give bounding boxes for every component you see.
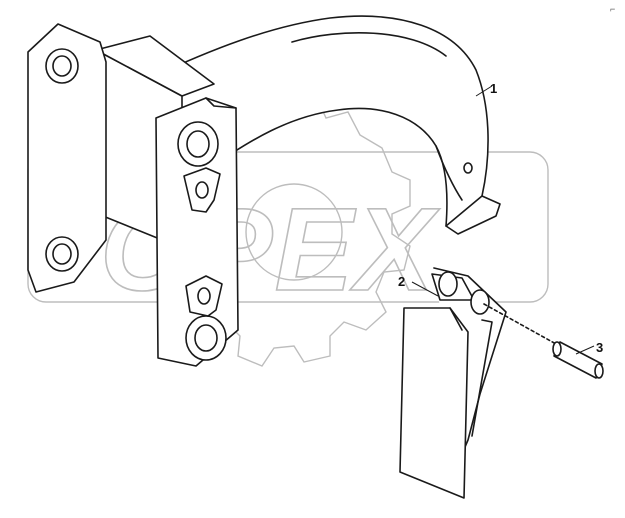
callout-2-number: 2 [398,274,405,289]
tip-lug-hole-right [470,289,490,315]
part-3-pin [483,303,604,379]
callout-1: 1 [475,81,497,97]
callout-2: 2 [398,274,439,297]
callout-3: 3 [575,340,603,355]
front-plate-clip-bottom [185,275,223,317]
corner-mark: ⌐ [610,4,615,14]
bracket-front-plate [155,97,239,367]
part-1-shank [149,15,501,235]
shank-hole [463,162,473,174]
front-plate-clip-top [183,167,221,213]
callout-3-number: 3 [596,340,603,355]
callout-1-number: 1 [490,81,497,96]
tip-lug-hole-left [438,271,458,297]
bracket-rear-plate [27,23,107,293]
part-2-tip [399,267,507,499]
